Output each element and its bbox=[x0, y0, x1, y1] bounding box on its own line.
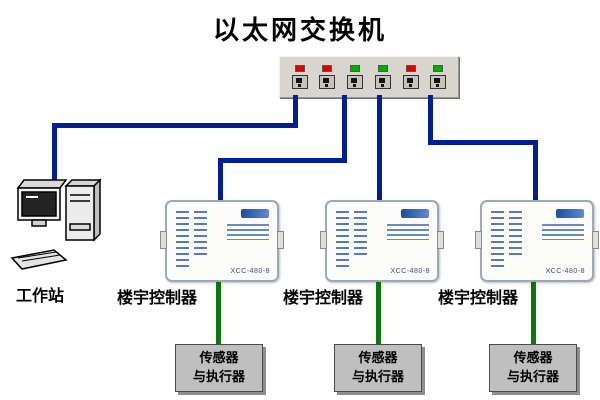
controller-led-column bbox=[336, 211, 349, 269]
switch-port-1 bbox=[291, 65, 308, 89]
ethernet-port-icon bbox=[319, 75, 336, 89]
controller-model-label: XCC-480-8 bbox=[230, 268, 270, 275]
port-led-icon bbox=[433, 65, 444, 72]
sensor-link-segment bbox=[216, 278, 221, 346]
controller-label-2: 楼宇控制器 bbox=[283, 290, 364, 307]
controller-label-1: 楼宇控制器 bbox=[117, 290, 198, 307]
diagram-title: 以太网交换机 bbox=[212, 15, 387, 45]
controller-led-column bbox=[194, 211, 207, 257]
port-led-icon bbox=[377, 65, 388, 72]
controller-logo bbox=[556, 209, 584, 218]
mount-tab bbox=[277, 231, 284, 249]
sensor-box-line1: 传感器 bbox=[513, 350, 553, 366]
mount-tab bbox=[160, 231, 167, 249]
ethernet-link-segment bbox=[218, 158, 347, 163]
controller-print-lines bbox=[227, 224, 269, 240]
sensor-box-line1: 传感器 bbox=[199, 350, 239, 366]
mount-tab bbox=[475, 231, 482, 249]
building-controller-3: XCC-480-8 bbox=[475, 200, 599, 282]
mount-tab bbox=[437, 231, 444, 249]
ethernet-link-segment bbox=[428, 95, 433, 145]
sensor-actuator-box-1: 传感器 与执行器 bbox=[175, 344, 263, 392]
ethernet-port-icon bbox=[291, 75, 308, 89]
ethernet-link-segment bbox=[52, 123, 57, 180]
mount-tab bbox=[592, 231, 599, 249]
sensor-link-segment bbox=[376, 278, 381, 346]
ethernet-link-segment bbox=[52, 123, 298, 128]
ethernet-switch bbox=[279, 56, 459, 98]
ethernet-link-segment bbox=[342, 95, 347, 163]
sensor-box-line2: 与执行器 bbox=[192, 369, 245, 384]
building-controller-2: XCC-480-8 bbox=[320, 200, 444, 282]
switch-port-5 bbox=[402, 65, 419, 89]
mount-tab bbox=[320, 231, 327, 249]
ethernet-link-segment bbox=[377, 95, 382, 202]
switch-port-6 bbox=[430, 65, 447, 89]
controller-led-column bbox=[509, 211, 522, 257]
controller-logo bbox=[241, 209, 269, 218]
sensor-box-line1: 传感器 bbox=[358, 350, 398, 366]
sensor-actuator-box-3: 传感器 与执行器 bbox=[489, 344, 577, 392]
controller-print-lines bbox=[387, 224, 429, 240]
ethernet-port-icon bbox=[374, 75, 391, 89]
ethernet-port-icon bbox=[347, 75, 364, 89]
port-led-icon bbox=[350, 65, 361, 72]
controller-led-column bbox=[176, 211, 189, 269]
controller-led-column bbox=[354, 211, 367, 257]
ethernet-port-icon bbox=[402, 75, 419, 89]
ethernet-link-segment bbox=[218, 158, 223, 202]
building-controller-1: XCC-480-8 bbox=[160, 200, 284, 282]
controller-model-label: XCC-480-8 bbox=[545, 268, 585, 275]
ethernet-port-icon bbox=[430, 75, 447, 89]
workstation-label: 工作站 bbox=[16, 288, 65, 305]
port-led-icon bbox=[294, 65, 305, 72]
switch-port-4 bbox=[374, 65, 391, 89]
controller-model-label: XCC-480-8 bbox=[390, 268, 430, 275]
port-led-icon bbox=[405, 65, 416, 72]
switch-port-2 bbox=[319, 65, 336, 89]
switch-port-3 bbox=[347, 65, 364, 89]
ethernet-link-segment bbox=[533, 140, 538, 202]
controller-led-column bbox=[491, 211, 504, 269]
sensor-actuator-box-2: 传感器 与执行器 bbox=[334, 344, 422, 392]
controller-logo bbox=[401, 209, 429, 218]
port-led-icon bbox=[322, 65, 333, 72]
sensor-link-segment bbox=[531, 278, 536, 346]
ethernet-link-segment bbox=[428, 140, 538, 145]
workstation-icon bbox=[10, 178, 102, 270]
sensor-box-line2: 与执行器 bbox=[506, 369, 559, 384]
sensor-box-line2: 与执行器 bbox=[351, 369, 404, 384]
controller-label-3: 楼宇控制器 bbox=[438, 290, 519, 307]
controller-print-lines bbox=[542, 224, 584, 240]
ethernet-link-segment bbox=[293, 95, 298, 128]
